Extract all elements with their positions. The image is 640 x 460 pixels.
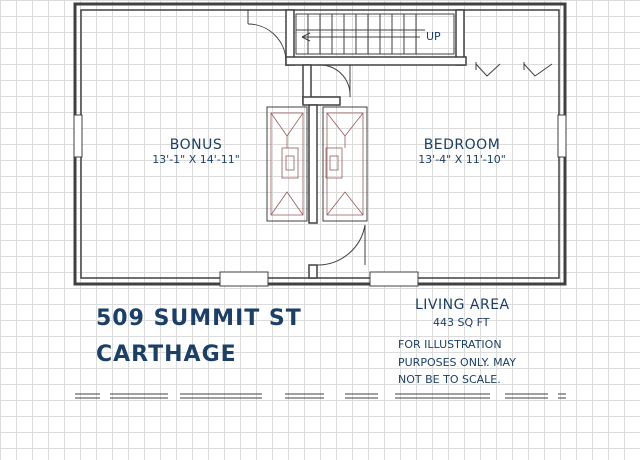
- note-line-2: PURPOSES ONLY. MAY: [398, 356, 516, 369]
- room-name-bedroom: BEDROOM: [424, 137, 501, 153]
- closet-door: [317, 64, 351, 98]
- stair: [285, 9, 467, 66]
- window-bottom-right: [369, 271, 419, 287]
- window-left: [73, 114, 83, 158]
- closet-walls: [302, 64, 341, 106]
- stair-treads: [295, 13, 455, 55]
- note-line-1: FOR ILLUSTRATION: [398, 338, 502, 351]
- stair-door: [247, 10, 287, 63]
- title-block-rule: [75, 393, 566, 399]
- stair-up-label: UP: [426, 30, 441, 43]
- living-area-title: LIVING AREA: [415, 297, 510, 313]
- room-dim-bedroom: 13'-4" X 11'-10": [418, 153, 506, 166]
- window-bottom-left: [219, 271, 269, 287]
- closets: [266, 106, 368, 222]
- roof-vents: [475, 62, 553, 77]
- living-area-value: 443 SQ FT: [433, 316, 490, 329]
- room-name-bonus: BONUS: [170, 137, 222, 153]
- center-wall: [308, 104, 318, 279]
- room-dim-bonus: 13'-1" X 14'-11": [152, 153, 240, 166]
- windows: [73, 114, 567, 287]
- window-right: [557, 114, 567, 158]
- address-line-2: CARTHAGE: [96, 342, 237, 367]
- address-line-1: 509 SUMMIT ST: [96, 306, 302, 331]
- note-line-3: NOT BE TO SCALE.: [398, 373, 501, 386]
- stair-arrow: [301, 32, 420, 42]
- bottom-door: [316, 224, 366, 266]
